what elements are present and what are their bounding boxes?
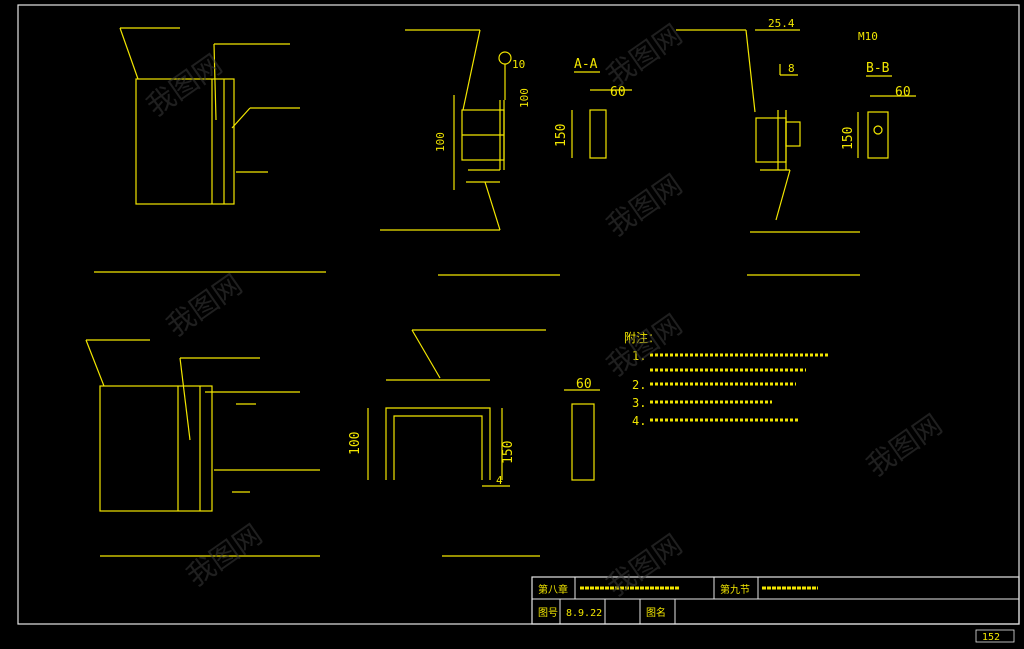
logo-icon: 我图网 <box>161 268 249 343</box>
title-drawing-no: 8.9.22 <box>566 608 602 619</box>
svg-text:我图网: 我图网 <box>161 268 249 343</box>
svg-text:我图网: 我图网 <box>181 518 269 593</box>
title-section: 第九节 <box>720 583 750 596</box>
detail-bracket-b: 25.4 8 M10 B-B 60 150 <box>676 17 916 276</box>
plate-c <box>571 403 595 481</box>
logo-icon: 我图网 <box>601 168 689 243</box>
bolt-m10: M10 <box>858 30 878 43</box>
dim-4: 4 <box>496 474 503 487</box>
drawing-frame <box>17 4 1020 625</box>
title-drawing-no-label: 图号 <box>538 607 558 619</box>
concrete-wall-top <box>135 78 235 205</box>
detail-wall-section-bottom <box>85 339 320 557</box>
note-1: 1. <box>632 349 646 363</box>
svg-text:我图网: 我图网 <box>601 528 689 603</box>
dim-10: 10 <box>512 58 525 71</box>
dim-60-b: 60 <box>895 85 911 100</box>
section-a-a: A-A <box>574 57 598 72</box>
dim-100-b: 100 <box>518 88 531 108</box>
note-3: 3. <box>632 396 646 410</box>
page-number: 152 <box>982 632 1000 643</box>
title-drawing-name-label: 图名 <box>646 606 666 619</box>
svg-text:我图网: 我图网 <box>601 308 689 383</box>
svg-text:我图网: 我图网 <box>861 408 949 483</box>
detail-bracket-a: 10 100 100 A-A 60 150 <box>380 29 632 276</box>
logo-icon: 我图网 <box>601 528 689 603</box>
section-b-b: B-B <box>866 61 890 76</box>
dim-150-b: 150 <box>841 127 856 150</box>
dim-60-a: 60 <box>610 85 626 100</box>
title-block: 第八章 第九节 图号 8.9.22 图名 152 <box>531 576 1020 643</box>
watermark-group: 我图网 我图网 我图网 我图网 我图网 我图网 我图网 我图网 <box>141 18 949 603</box>
title-chapter: 第八章 <box>538 583 568 596</box>
note-2: 2. <box>632 378 646 392</box>
logo-icon: 我图网 <box>601 308 689 383</box>
svg-text:我图网: 我图网 <box>601 168 689 243</box>
concrete-wall-bottom <box>99 385 213 512</box>
detail-wall-section-top <box>94 27 326 273</box>
plate-b <box>867 111 889 159</box>
notes-header: 附注： <box>624 330 660 345</box>
note-4: 4. <box>632 414 646 428</box>
dim-150-a: 150 <box>554 124 569 147</box>
dim-8: 8 <box>788 62 795 75</box>
plate-a <box>589 109 607 159</box>
svg-text:我图网: 我图网 <box>601 18 689 93</box>
dim-60-c: 60 <box>576 377 592 392</box>
notes: 附注： 1. 2. 3. 4. <box>624 330 830 428</box>
dim-25: 25.4 <box>768 17 795 30</box>
logo-icon: 我图网 <box>861 408 949 483</box>
logo-icon: 我图网 <box>181 518 269 593</box>
logo-icon: 我图网 <box>601 18 689 93</box>
dim-100-a: 100 <box>434 132 447 152</box>
dim-100-c: 100 <box>348 432 363 455</box>
detail-u-bracket: 100 150 4 60 <box>348 329 600 557</box>
dim-150-c: 150 <box>501 441 516 464</box>
